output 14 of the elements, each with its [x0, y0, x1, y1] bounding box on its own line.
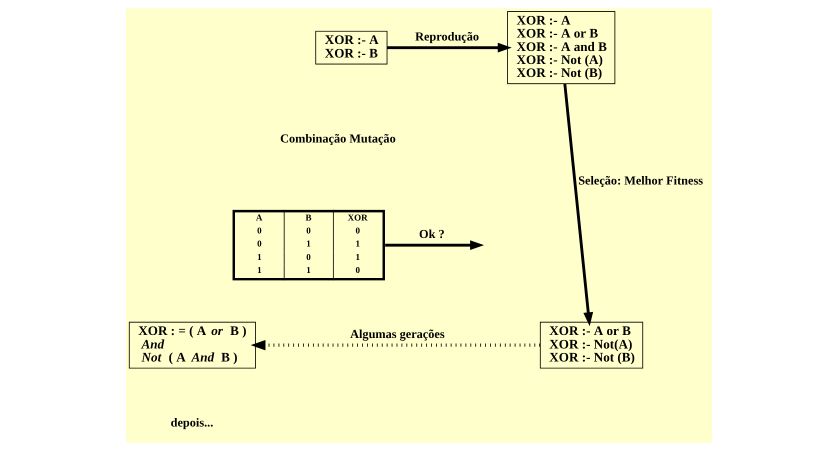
arrow [385, 240, 484, 250]
node-box: XOR : = ( A or B ) And Not ( A And B ) [128, 322, 256, 369]
label: depois... [170, 416, 214, 430]
node-box: XOR :- A or B XOR :- Not(A) XOR :- Not (B) [540, 322, 644, 369]
edge-label: Ok ? [419, 226, 445, 241]
label: Combinação Mutação [280, 131, 396, 146]
node-box: XOR :- A XOR :- B [315, 30, 388, 64]
edge-label: Reprodução [415, 29, 480, 44]
edge-label: Seleção: Melhor Fitness [578, 174, 704, 188]
edge-label: Algumas gerações [350, 326, 445, 341]
arrow [250, 340, 540, 350]
arrow [563, 84, 594, 326]
arrow [387, 42, 512, 53]
node-box: XOR :- A XOR :- A or B XOR :- A and B XOR :- Not (A) XOR :- Not (B) [507, 11, 616, 84]
